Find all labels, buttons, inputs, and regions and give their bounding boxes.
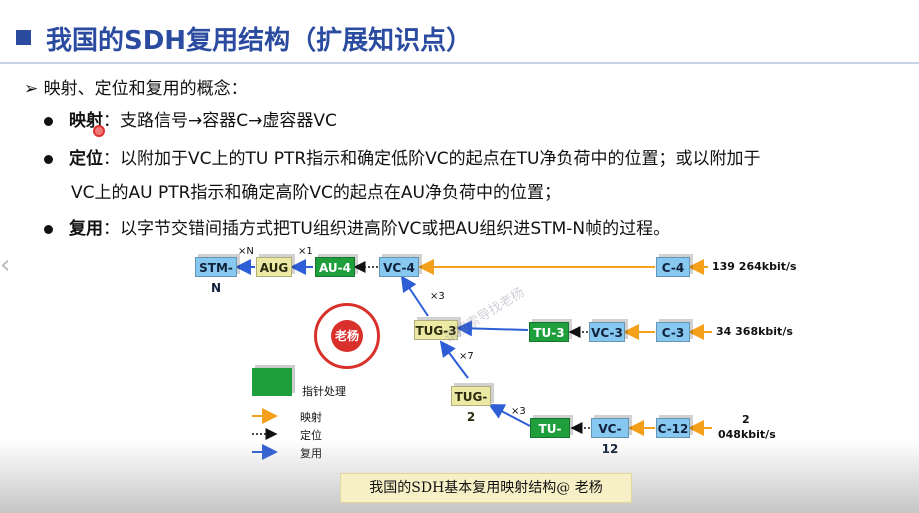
seal-text: 老杨 [331, 320, 363, 352]
box-tu-3: TU-3 [529, 322, 569, 342]
bullet-dot-icon [44, 224, 53, 234]
multiplier-1: ×1 [298, 246, 313, 257]
diagram-caption: 我国的SDH基本复用映射结构@ 老杨 [340, 473, 632, 503]
legend-pointer-label: 指针处理 [302, 385, 346, 398]
box-c-12: C-12 [656, 418, 690, 438]
title-divider [0, 62, 919, 64]
bullet-term: 复用 [69, 219, 103, 239]
title-bullet-square [16, 30, 31, 45]
bullet-text: ：以附加于VC上的TU PTR指示和确定低阶VC的起点在TU净负荷中的位置；或以… [103, 149, 761, 169]
legend-mapping-label: 映射 [300, 411, 322, 424]
rate-c4: 139 264kbit/s [712, 260, 797, 273]
multiplier-3-tug3: ×3 [430, 291, 445, 302]
multiplex-arrow-tu3-tug3 [456, 320, 529, 337]
laser-pointer-icon [93, 125, 105, 137]
previous-slide-chevron-icon[interactable]: ‹ [0, 250, 11, 280]
multiplex-arrow-tu12-tug2 [488, 404, 531, 427]
box-c-3: C-3 [656, 322, 690, 342]
arrow-bullet-icon: ➢ [24, 79, 44, 99]
slide-title: 我国的SDH复用结构（扩展知识点） [46, 26, 473, 56]
bullet-positioning: 定位：以附加于VC上的TU PTR指示和确定低阶VC的起点在TU净负荷中的位置；… [44, 144, 761, 169]
box-c-4: C-4 [656, 257, 690, 277]
box-tu-12: TU-12 [530, 418, 570, 456]
multiplier-n: ×N [238, 246, 254, 257]
box-au-4: AU-4 [315, 257, 355, 277]
box-stm-n: STM-N [195, 257, 237, 295]
rate-c3: 34 368kbit/s [716, 325, 793, 338]
bullet-term: 定位 [69, 149, 103, 169]
title-bar: 我国的SDH复用结构（扩展知识点） [0, 0, 919, 62]
legend-pointer-box [252, 368, 292, 396]
bullet-continuation: VC上的AU PTR指示和确定高阶VC的起点在AU净负荷中的位置； [71, 183, 561, 203]
intro-text: 映射、定位和复用的概念： [43, 79, 248, 99]
box-vc-4: VC-4 [379, 257, 419, 277]
intro-line: ➢ 映射、定位和复用的概念： [24, 74, 248, 99]
bullet-dot-icon [44, 116, 53, 126]
box-aug: AUG [256, 257, 292, 277]
multiplier-7: ×7 [459, 351, 474, 362]
bullet-text: ：支路信号→容器C→虚容器VC [103, 111, 337, 131]
seal-stamp-icon: 老杨 [314, 303, 380, 369]
box-tug-2: TUG-2 [451, 386, 491, 424]
rate-c12-line1: 2 [742, 413, 750, 426]
bullet-dot-icon [44, 154, 53, 164]
box-vc-12: VC-12 [591, 418, 629, 456]
legend-positioning-label: 定位 [300, 429, 322, 442]
multiplex-arrow-tug2-tug3 [439, 340, 469, 379]
box-tug-3: TUG-3 [414, 320, 458, 340]
rate-c12-line2: 048kbit/s [718, 428, 776, 441]
bullet-multiplexing: 复用：以字节交错间插方式把TU组织进高阶VC或把AU组织进STM-N帧的过程。 [44, 214, 670, 239]
box-vc-3: VC-3 [589, 322, 625, 342]
multiplier-3-tug2: ×3 [511, 406, 526, 417]
multiplex-arrow-tug3-vc4 [400, 275, 429, 317]
bullet-text: ：以字节交错间插方式把TU组织进高阶VC或把AU组织进STM-N帧的过程。 [103, 219, 671, 239]
